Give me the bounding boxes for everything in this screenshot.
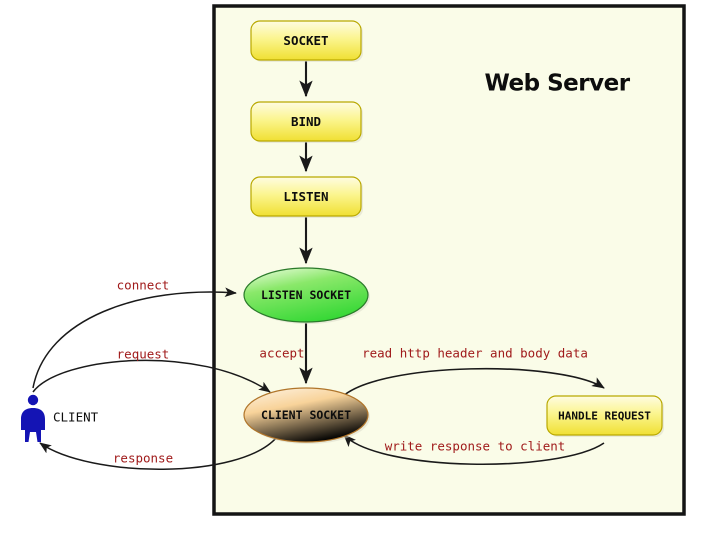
edge-label-accept: accept (259, 346, 304, 361)
edge-request: request (32, 347, 271, 393)
page-title: Web Server (484, 71, 630, 97)
edge-connect: connect (32, 278, 237, 389)
edge-line (32, 287, 237, 389)
node-label: LISTEN SOCKET (261, 288, 351, 302)
node-shape (250, 20, 362, 61)
edge-line (343, 434, 605, 466)
node-shape (546, 395, 663, 436)
edge-label-response: response (113, 451, 173, 466)
edge-line (39, 436, 278, 470)
person-body (21, 408, 45, 442)
edge-label-request: request (117, 347, 170, 362)
client-actor-label: CLIENT (53, 410, 99, 425)
node-socket[interactable]: SOCKET (250, 20, 363, 62)
edge-response: response (39, 436, 278, 470)
node-handle-request[interactable]: HANDLE REQUEST (546, 395, 664, 437)
node-shape (243, 387, 369, 443)
edge-write-response: write response to client (343, 434, 605, 466)
node-shape (250, 176, 362, 217)
node-label: SOCKET (283, 33, 328, 48)
node-shape (250, 101, 362, 142)
node-label: LISTEN (283, 189, 328, 204)
person-head (27, 394, 39, 406)
edge-line (32, 359, 271, 393)
edge-line (341, 367, 605, 398)
node-label: CLIENT SOCKET (261, 408, 351, 422)
node-label: HANDLE REQUEST (558, 410, 651, 423)
edge-accept: accept (259, 323, 313, 385)
person-icon (21, 394, 45, 442)
edge-label-connect: connect (117, 278, 170, 293)
edge-read-http: read http header and body data (341, 346, 605, 398)
node-bind[interactable]: BIND (250, 101, 363, 143)
node-client-socket[interactable]: CLIENT SOCKET (243, 387, 370, 444)
edge-label-read-http: read http header and body data (362, 346, 588, 361)
node-label: BIND (291, 114, 321, 129)
node-listen-socket[interactable]: LISTEN SOCKET (243, 267, 370, 324)
node-listen[interactable]: LISTEN (250, 176, 363, 218)
node-shape (243, 267, 369, 323)
client-actor[interactable]: CLIENT (21, 394, 99, 442)
edge-label-write-response: write response to client (385, 439, 566, 454)
